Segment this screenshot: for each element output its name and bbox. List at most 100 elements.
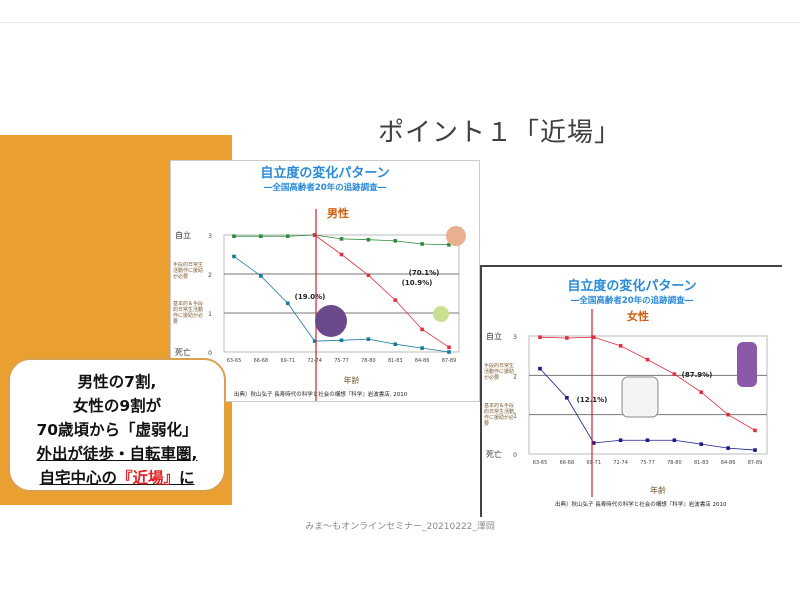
y-axis-label-text: 基本的＆手段的日常生活動作に援助が必要 bbox=[484, 402, 515, 427]
data-point bbox=[232, 254, 236, 259]
callout-line: 自宅中心の『近場』に bbox=[10, 466, 224, 490]
x-tick-label: 81-83 bbox=[388, 358, 403, 364]
data-point bbox=[699, 390, 704, 395]
data-point bbox=[699, 442, 704, 446]
data-point bbox=[312, 339, 317, 343]
data-point bbox=[645, 357, 650, 362]
x-tick-label: 84-86 bbox=[415, 358, 430, 364]
data-point bbox=[393, 342, 398, 346]
callout-text: に bbox=[179, 469, 195, 487]
data-point bbox=[726, 446, 730, 450]
x-tick-label: 63-65 bbox=[533, 460, 548, 466]
plot-area bbox=[223, 234, 460, 353]
y-axis-label: 基本的＆手段的日常生活動作に援助が必要 bbox=[173, 301, 204, 325]
callout-line: 男性の7割, bbox=[77, 373, 157, 391]
data-point bbox=[538, 366, 542, 371]
percentage-annotation: (19.0%) bbox=[295, 293, 326, 301]
data-point bbox=[672, 438, 677, 443]
data-point bbox=[312, 233, 317, 237]
y-axis-label: 基本的＆手段的日常生活動作に援助が必要 bbox=[484, 402, 515, 427]
data-point bbox=[232, 234, 236, 238]
x-tick-label: 78-80 bbox=[361, 358, 376, 364]
x-tick-label: 87-89 bbox=[748, 460, 763, 466]
x-tick-label: 66-68 bbox=[560, 460, 575, 466]
bed-illustration bbox=[621, 376, 659, 418]
percentage-annotation: (12.1%) bbox=[577, 396, 608, 404]
data-point bbox=[420, 242, 424, 246]
data-point bbox=[339, 252, 344, 257]
x-axis-label: 年齢 bbox=[650, 485, 666, 495]
data-point bbox=[285, 301, 290, 306]
data-point bbox=[618, 438, 623, 443]
data-point bbox=[447, 350, 451, 354]
y-axis-label-text: 手段的日常生活動作に援助が必要 bbox=[484, 363, 515, 382]
x-tick-label: 75-77 bbox=[334, 358, 349, 364]
chart-svg: 自立度の変化パターン―全国高齢者20年の追跡調査―男性0123自立手段的日常生活… bbox=[173, 165, 466, 401]
series-line bbox=[314, 234, 450, 348]
data-point bbox=[447, 242, 451, 247]
summary-callout: 男性の7割, 女性の9割が 70歳頃から「虚弱化」 外出が徒歩・自転車圏, 自宅… bbox=[8, 358, 226, 492]
x-tick-label: 69-71 bbox=[280, 358, 295, 364]
callout-text: 自宅中心の bbox=[39, 469, 117, 487]
data-point bbox=[591, 335, 596, 339]
elderly-man-illustration bbox=[446, 226, 466, 246]
data-point bbox=[420, 346, 424, 350]
y-tick-label: 1 bbox=[208, 311, 212, 318]
y-tick-label: 1 bbox=[513, 413, 517, 420]
y-axis-label: 手段的日常生活動作に援助が必要 bbox=[484, 363, 515, 382]
data-point bbox=[726, 412, 730, 417]
y-axis-label: 死亡 bbox=[175, 347, 191, 357]
percentage-annotation: (87.9%) bbox=[682, 371, 713, 379]
slide-footer: みま～もオンラインセミナー_20210222_澤岡 bbox=[305, 522, 495, 532]
callout-highlight: 『近場』 bbox=[116, 469, 179, 487]
y-axis-label-text: 基本的＆手段的日常生活動作に援助が必要 bbox=[173, 301, 204, 325]
data-point bbox=[366, 273, 371, 277]
slide-title: ポイント１「近場」 bbox=[378, 118, 622, 148]
top-divider bbox=[0, 22, 800, 23]
data-point bbox=[753, 428, 757, 433]
data-point bbox=[366, 237, 371, 242]
x-tick-label: 72-74 bbox=[613, 460, 628, 466]
elderly-man-cane-illustration bbox=[433, 306, 449, 322]
chart-subtitle: ―全国高齢者20年の追跡調査― bbox=[264, 182, 387, 193]
data-point bbox=[339, 237, 344, 241]
callout-line: 外出が徒歩・自転車圏, bbox=[36, 445, 198, 463]
data-point bbox=[259, 234, 263, 238]
data-point bbox=[591, 441, 596, 445]
chart-group-label: 男性 bbox=[327, 206, 349, 220]
x-tick-label: 63-65 bbox=[227, 358, 242, 364]
x-tick-label: 87-89 bbox=[442, 358, 457, 364]
data-point bbox=[393, 239, 398, 243]
data-point bbox=[447, 345, 451, 350]
y-tick-label: 2 bbox=[208, 272, 212, 279]
data-point bbox=[285, 234, 290, 238]
plot-area bbox=[528, 335, 768, 455]
data-point bbox=[339, 338, 344, 343]
chart-source: 出典）秋山弘子 長寿時代の科学と社会の構想『科学』岩波書店 2010 bbox=[555, 500, 727, 508]
callout-line: 女性の9割が bbox=[72, 397, 162, 415]
chart-subtitle: ―全国高齢者20年の追跡調査― bbox=[571, 295, 694, 306]
data-point bbox=[366, 337, 371, 341]
data-point bbox=[672, 372, 677, 376]
x-tick-label: 78-80 bbox=[667, 460, 682, 466]
y-axis-label: 手段的日常生活動作に援助が必要 bbox=[173, 262, 204, 280]
y-tick-label: 0 bbox=[513, 452, 517, 459]
y-tick-label: 0 bbox=[208, 350, 212, 357]
x-tick-label: 66-68 bbox=[254, 358, 269, 364]
x-tick-label: 75-77 bbox=[640, 460, 655, 466]
chart-title: 自立度の変化パターン bbox=[260, 165, 389, 181]
x-axis-label: 年齢 bbox=[344, 375, 360, 385]
y-axis-label-text: 手段的日常生活動作に援助が必要 bbox=[173, 262, 204, 280]
x-tick-label: 84-86 bbox=[721, 460, 736, 466]
chart-group-label: 女性 bbox=[627, 309, 649, 323]
bedridden-illustration bbox=[315, 305, 347, 337]
data-point bbox=[565, 395, 569, 400]
chart-source: 出典）秋山弘子 長寿時代の科学と社会の構想『科学』岩波書店, 2010 bbox=[234, 390, 408, 398]
callout-line: 70歳頃から「虚弱化」 bbox=[36, 421, 198, 439]
x-tick-label: 72-74 bbox=[307, 358, 322, 364]
data-point bbox=[538, 335, 542, 339]
chart-title: 自立度の変化パターン bbox=[567, 278, 696, 294]
data-point bbox=[259, 274, 263, 278]
